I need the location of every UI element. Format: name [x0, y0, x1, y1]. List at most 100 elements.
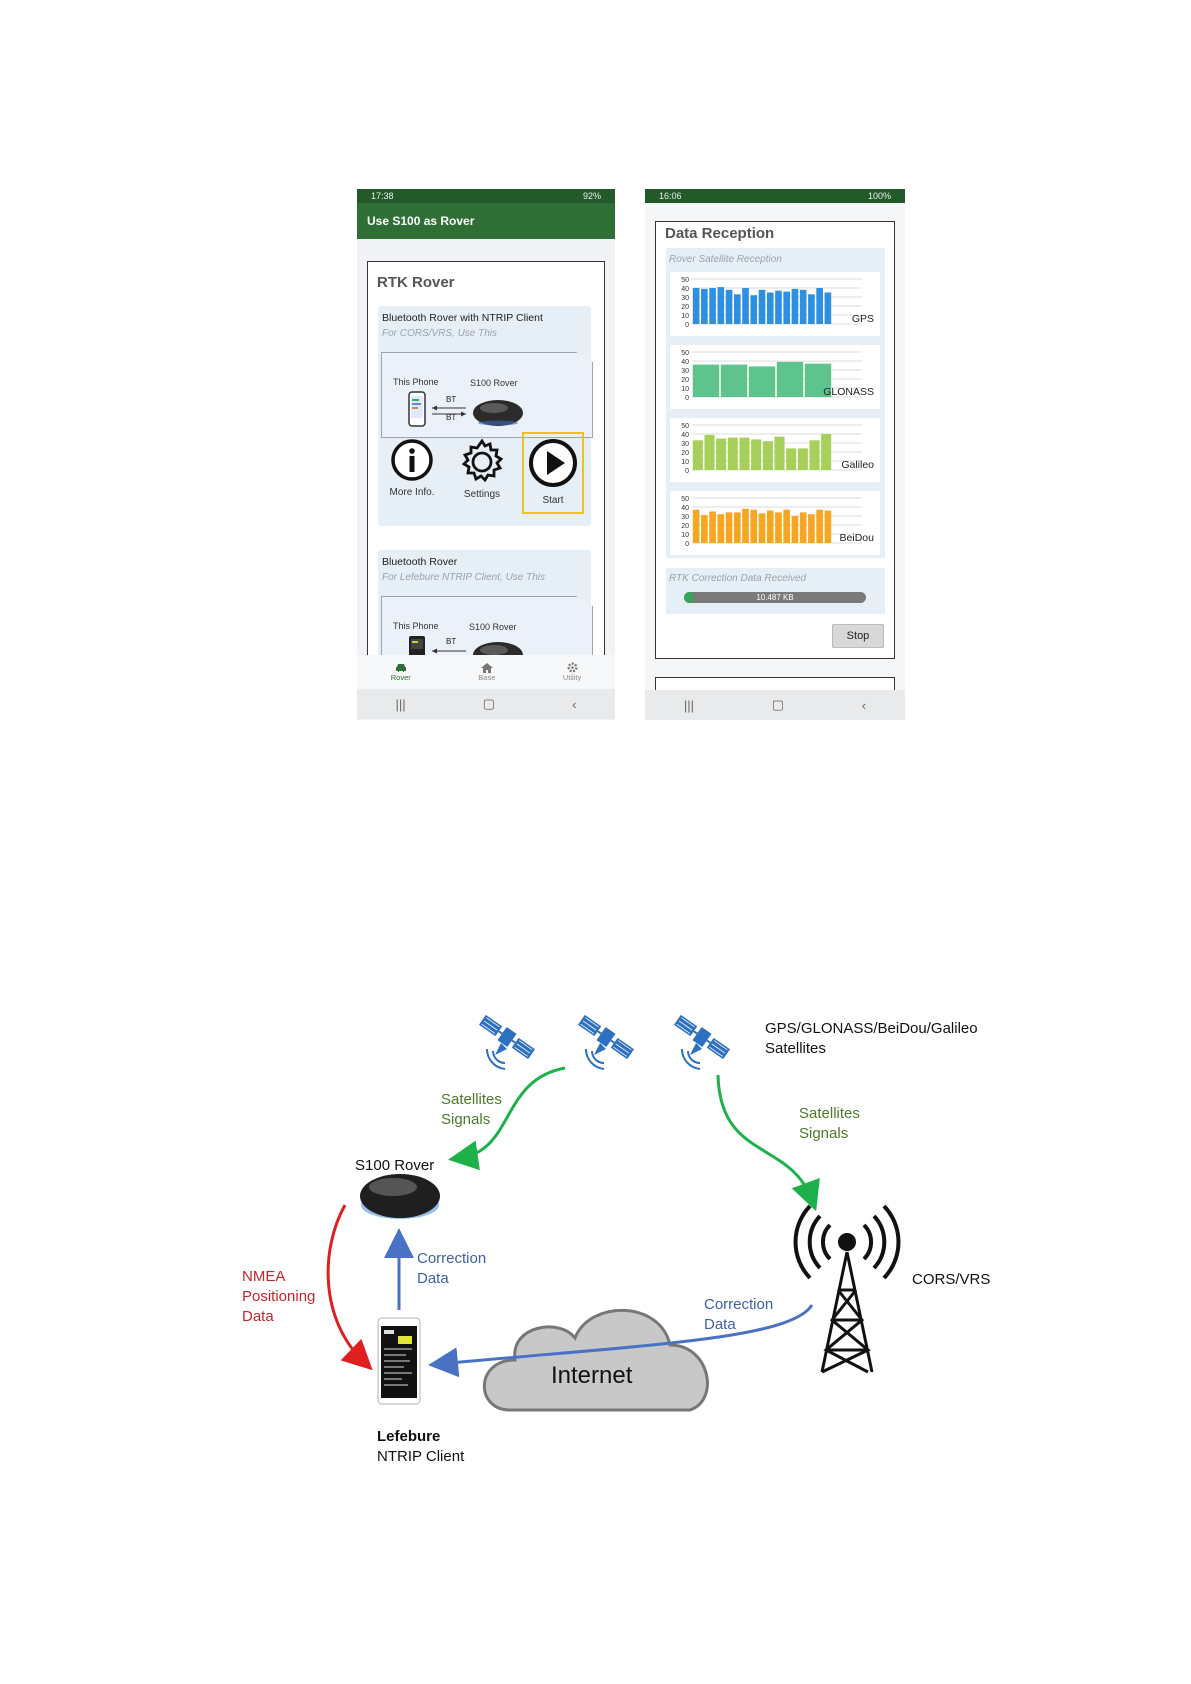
option2-subtitle: For Lefebure NTRIP Client, Use This — [382, 572, 546, 583]
option-bluetooth-rover[interactable]: Bluetooth Rover For Lefebure NTRIP Clien… — [378, 550, 593, 668]
s100-rover-label-2: S100 Rover — [469, 622, 517, 632]
bar-gps — [783, 291, 791, 324]
bar-beidou — [725, 512, 733, 543]
signals-right-line1: Satellites — [799, 1105, 860, 1122]
option-bluetooth-ntrip[interactable]: Bluetooth Rover with NTRIP Client For CO… — [378, 306, 593, 526]
card-title-2: Data Reception — [665, 225, 775, 242]
lefebure-line1: Lefebure — [377, 1428, 441, 1445]
option2-title: Bluetooth Rover — [382, 556, 458, 568]
settings-button[interactable]: Settings — [454, 438, 510, 508]
recent-apps-button[interactable]: ||| — [395, 696, 406, 712]
bar-beidou — [824, 510, 832, 543]
nmea-line3: Data — [242, 1308, 274, 1325]
bar-galileo — [751, 439, 762, 470]
phone-icon — [408, 391, 426, 427]
bar-beidou — [766, 510, 774, 543]
nav-base[interactable]: Base — [478, 662, 496, 682]
bar-glonass — [692, 364, 720, 397]
rtk-progress-fill — [684, 592, 694, 603]
lefebure-label: Lefebure NTRIP Client — [377, 1427, 464, 1467]
y-tick-label: 50 — [681, 350, 689, 357]
series-label: Galileo — [841, 459, 874, 471]
bar-galileo — [797, 448, 808, 470]
bar-galileo — [716, 438, 727, 470]
status-bar: 17:38 92% — [357, 189, 615, 203]
start-button[interactable]: Start — [522, 432, 584, 514]
play-icon — [529, 439, 577, 487]
bar-beidou — [799, 512, 807, 543]
satellites-label: GPS/GLONASS/BeiDou/Galileo Satellites — [765, 1019, 978, 1059]
recent-apps-button-2[interactable]: ||| — [683, 697, 694, 713]
y-tick-label: 20 — [681, 523, 689, 530]
option-subtitle: For CORS/VRS, Use This — [382, 328, 498, 339]
bt-arrows-icon — [432, 405, 466, 417]
cors-tower-icon — [793, 1204, 901, 1374]
y-tick-label: 40 — [681, 359, 689, 366]
card-title: RTK Rover — [377, 274, 455, 291]
correction-left-line1: Correction — [417, 1250, 487, 1267]
bar-beidou — [791, 516, 799, 543]
bar-beidou — [742, 508, 749, 543]
correction-arrow-internet — [428, 1304, 814, 1378]
nmea-line2: Positioning — [242, 1288, 316, 1305]
s100-rover-device-icon — [360, 1174, 440, 1219]
s100-rover-label-diagram: S100 Rover — [355, 1157, 435, 1174]
bar-galileo — [774, 436, 785, 470]
back-button[interactable]: ‹ — [572, 696, 577, 712]
this-phone-label: This Phone — [393, 377, 439, 387]
y-tick-label: 50 — [681, 496, 689, 503]
bar-gps — [742, 288, 749, 324]
data-reception-card: Data Reception Rover Satellite Reception… — [655, 221, 895, 659]
bar-galileo — [821, 434, 832, 470]
y-tick-label: 50 — [681, 277, 689, 284]
y-tick-label: 30 — [681, 441, 689, 448]
nav-rover[interactable]: Rover — [391, 663, 411, 682]
satellite-icon-3 — [671, 1012, 733, 1070]
bar-gps — [766, 292, 774, 324]
option-title: Bluetooth Rover with NTRIP Client — [382, 312, 543, 324]
bar-gps — [725, 289, 733, 324]
y-tick-label: 40 — [681, 432, 689, 439]
bar-galileo — [704, 434, 715, 470]
y-tick-label: 30 — [681, 514, 689, 521]
more-info-button[interactable]: More Info. — [386, 438, 438, 508]
bar-gps — [799, 289, 807, 324]
bar-gps — [692, 288, 700, 324]
gear-icon — [567, 662, 578, 673]
bar-gps — [775, 290, 782, 324]
nav-utility-label: Utility — [562, 673, 582, 682]
bar-gps — [717, 287, 725, 324]
bt-top-label: BT — [446, 395, 457, 404]
bar-beidou — [750, 509, 758, 543]
home-button-2[interactable]: ▢ — [771, 697, 785, 712]
signals-left-label: Satellites Signals — [441, 1090, 502, 1130]
signals-left-line1: Satellites — [441, 1091, 502, 1108]
bar-gps — [816, 288, 823, 324]
signal-arrow-right — [716, 1074, 820, 1212]
y-tick-label: 0 — [685, 322, 689, 329]
y-tick-label: 30 — [681, 368, 689, 375]
bt-arrow-icon-2 — [432, 648, 466, 654]
rtk-rover-card: RTK Rover Bluetooth Rover with NTRIP Cli… — [367, 261, 605, 668]
settings-label: Settings — [463, 489, 501, 500]
nav-base-label: Base — [478, 672, 496, 682]
s100-device-icon — [473, 400, 523, 426]
rtk-progress-bar: 10.487 KB — [684, 592, 866, 603]
stop-button[interactable]: Stop — [832, 624, 884, 648]
nav-utility[interactable]: Utility — [563, 662, 581, 682]
bar-gps — [758, 289, 766, 324]
s100-rover-label: S100 Rover — [470, 378, 518, 388]
y-tick-label: 50 — [681, 423, 689, 430]
home-button[interactable]: ▢ — [482, 696, 496, 711]
this-phone-label-2: This Phone — [393, 621, 439, 631]
bar-beidou — [701, 515, 708, 543]
nmea-label: NMEA Positioning Data — [242, 1267, 315, 1327]
back-button-2[interactable]: ‹ — [861, 697, 867, 713]
bar-galileo — [727, 437, 738, 470]
info-icon — [391, 439, 433, 481]
bar-glonass — [804, 363, 832, 397]
nmea-arrow — [326, 1204, 373, 1371]
